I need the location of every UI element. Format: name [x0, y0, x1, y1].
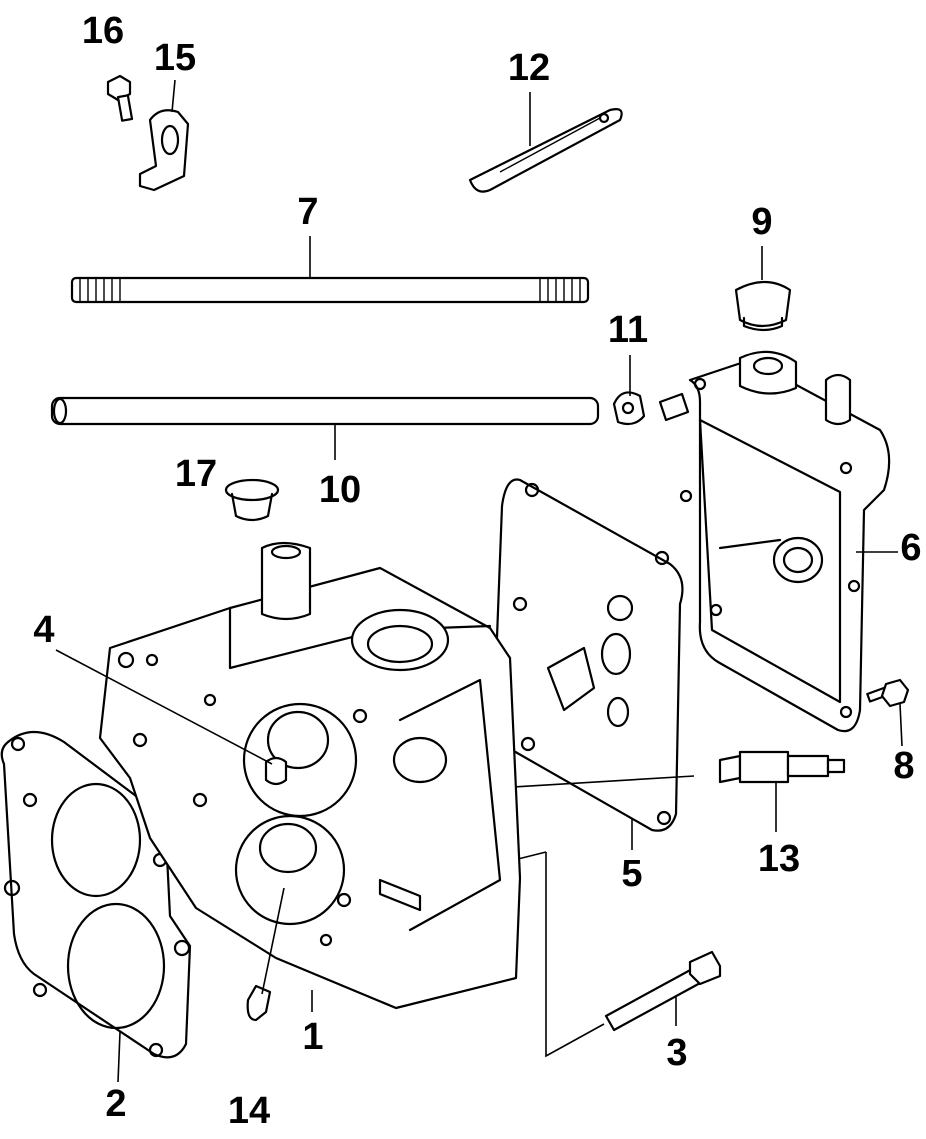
part-15-bracket: [138, 79, 190, 192]
part-10-tube: [50, 396, 600, 460]
label-part-11: 11: [607, 309, 649, 351]
part-16-bolt: [106, 74, 134, 122]
part-7-stud: [70, 236, 590, 304]
label-part-6: 6: [900, 527, 922, 569]
part-6-cover: [658, 350, 898, 733]
label-part-7: 7: [297, 191, 319, 233]
part-11-clamp: [612, 355, 646, 426]
label-part-5: 5: [621, 853, 643, 895]
label-part-8: 8: [893, 745, 915, 787]
part-9-cap: [734, 246, 792, 332]
part-5-gasket: [492, 478, 684, 850]
part-12-strap: [468, 92, 623, 193]
label-part-4: 4: [33, 609, 55, 651]
label-part-15: 15: [153, 37, 197, 79]
label-part-12: 12: [507, 47, 551, 89]
part-17-plug: [224, 478, 280, 522]
label-part-16: 16: [81, 10, 125, 52]
part-1-cylinder-head: [55, 541, 522, 1012]
label-part-10: 10: [318, 469, 362, 511]
part-3-bolt: [513, 851, 722, 1058]
label-part-14: 14: [227, 1090, 271, 1132]
part-13-spark-plug: [363, 750, 846, 832]
label-part-9: 9: [751, 201, 773, 243]
part-14-pin: [246, 887, 285, 1022]
label-part-17: 17: [174, 453, 218, 495]
label-part-13: 13: [757, 838, 801, 880]
label-part-3: 3: [666, 1032, 688, 1074]
part-8-bolt: [866, 678, 910, 747]
label-part-1: 1: [302, 1016, 324, 1058]
label-part-2: 2: [105, 1083, 127, 1125]
